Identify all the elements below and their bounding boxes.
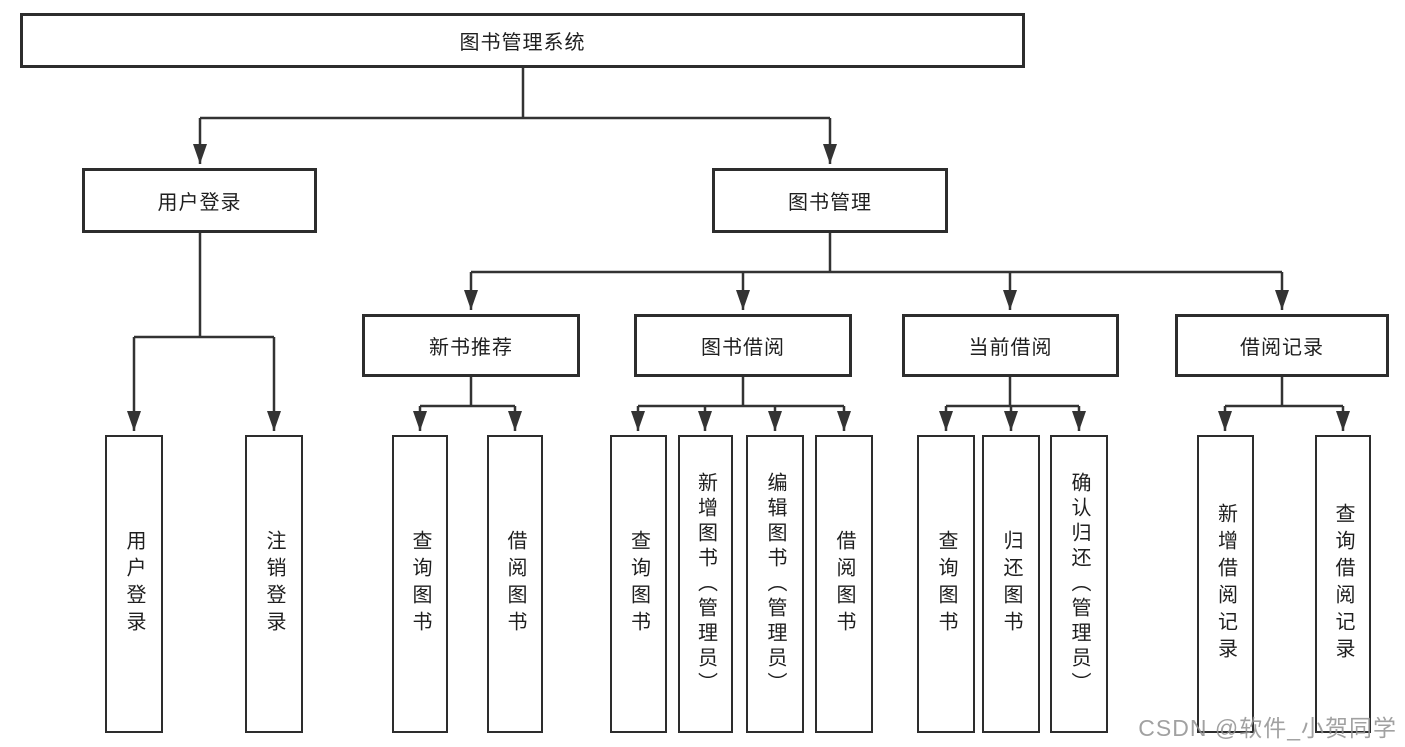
node-label: 注销登录 (263, 530, 285, 638)
node-leaf-borrow-books: 借阅图书 (815, 435, 873, 733)
node-leaf-query-books-current: 查询图书 (917, 435, 975, 733)
node-leaf-borrow-books-recommend: 借阅图书 (487, 435, 543, 733)
node-leaf-user-login: 用户登录 (105, 435, 163, 733)
node-label: 用户登录 (157, 192, 242, 214)
node-label: 图书管理 (788, 192, 872, 214)
node-label: 新增图书（管理员） (694, 471, 717, 697)
node-library-system: 图书管理系统 (20, 13, 1025, 68)
node-leaf-query-borrow-record: 查询借阅记录 (1315, 435, 1371, 733)
node-label: 确认归还（管理员） (1068, 471, 1090, 697)
node-label: 借阅图书 (833, 530, 855, 638)
node-book-management: 图书管理 (712, 168, 948, 233)
node-new-book-recommend: 新书推荐 (362, 314, 580, 377)
node-label: 借阅图书 (504, 530, 526, 638)
node-current-borrow: 当前借阅 (902, 314, 1119, 377)
node-label: 归还图书 (1000, 530, 1022, 638)
node-leaf-return-books: 归还图书 (982, 435, 1040, 733)
node-label: 查询图书 (627, 530, 650, 638)
csdn-watermark: CSDN @软件_小贺同学 (1138, 715, 1397, 741)
node-leaf-query-books-recommend: 查询图书 (392, 435, 448, 733)
node-label: 编辑图书（管理员） (764, 471, 786, 697)
node-label: 借阅记录 (1240, 337, 1324, 359)
node-borrow-records: 借阅记录 (1175, 314, 1389, 377)
node-label: 查询图书 (935, 530, 957, 638)
node-label: 图书管理系统 (459, 32, 586, 54)
node-label: 当前借阅 (968, 337, 1053, 359)
node-leaf-add-borrow-record: 新增借阅记录 (1197, 435, 1254, 733)
node-label: 图书借阅 (701, 337, 785, 359)
node-leaf-logout: 注销登录 (245, 435, 303, 733)
node-label: 查询借阅记录 (1332, 503, 1354, 665)
node-leaf-add-books-admin: 新增图书（管理员） (678, 435, 733, 733)
node-leaf-confirm-return-admin: 确认归还（管理员） (1050, 435, 1108, 733)
node-leaf-edit-books-admin: 编辑图书（管理员） (746, 435, 804, 733)
node-label: 查询图书 (409, 530, 431, 638)
node-user-login: 用户登录 (82, 168, 317, 233)
node-label: 用户登录 (123, 530, 145, 638)
node-label: 新增借阅记录 (1214, 503, 1237, 665)
node-label: 新书推荐 (429, 337, 513, 359)
node-book-borrow: 图书借阅 (634, 314, 852, 377)
node-leaf-query-books-borrow: 查询图书 (610, 435, 667, 733)
